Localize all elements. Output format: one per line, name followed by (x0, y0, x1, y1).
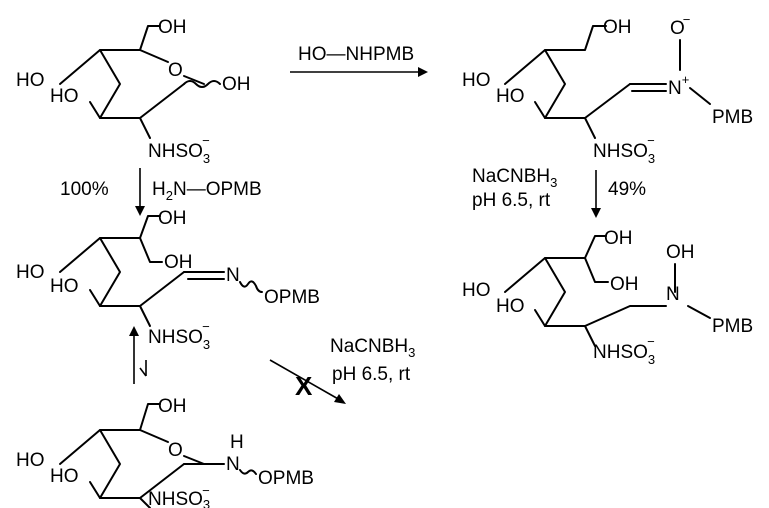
ho-label: HO (496, 296, 525, 317)
arrow-nitrone-reduction (591, 170, 601, 218)
ho-label: HO (16, 262, 45, 283)
oxime-nitrogen-label: N (226, 265, 240, 286)
reagent-nacnbh3: NaCNBH3 (472, 166, 557, 190)
yield-nitrone-reduction: 49% (608, 179, 646, 200)
ho-label: HO (50, 86, 79, 107)
ho-label: HO (16, 450, 45, 471)
oh-label: OH (603, 17, 632, 38)
sulfamate-label: NHSO3− (593, 334, 655, 367)
sulfamate-label: NHSO3− (148, 483, 210, 508)
opmb-label: OPMB (258, 468, 314, 489)
glycosylamine-nitrogen-label: N (226, 454, 240, 475)
equilibrium-arrows (129, 326, 147, 384)
hydroxylamine-product: OH OH OH N PMB HO HO NHSO3− (462, 228, 753, 367)
oh-label: OH (158, 396, 187, 417)
conditions-label: pH 6.5, rt (472, 190, 551, 211)
nitrone-nitrogen-label: N+ (668, 72, 689, 99)
nitrone-oxygen-label: O− (670, 12, 690, 39)
oh-label: OH (158, 17, 187, 38)
oh-label: OH (604, 228, 633, 249)
reagent-nacnbh3: NaCNBH3 (330, 336, 415, 360)
arrow-blocked-reduction (269, 359, 346, 404)
arrow-nitrone-formation (290, 67, 428, 77)
glucosamine-hemiacetal: OH O OH HO HO NHSO3− (16, 17, 251, 166)
cyclic-glycosylamine: OH O H N OPMB HO HO NHSO3− (16, 396, 314, 508)
oh-label: OH (164, 252, 193, 273)
pmb-label: PMB (712, 107, 753, 128)
opmb-label: OPMB (264, 287, 320, 308)
oh-label: OH (158, 208, 187, 229)
ring-oxygen-label: O (168, 440, 183, 461)
pmb-label: PMB (712, 316, 753, 337)
oxime-intermediate: OH OH N OPMB HO HO NHSO3− (16, 208, 320, 352)
reagent-hydroxylamine: HO—NHPMB (298, 44, 414, 65)
amine-nitrogen-label: N (666, 284, 680, 305)
oh-label: OH (610, 274, 639, 295)
ring-oxygen-label: O (168, 60, 183, 81)
arrow-oxime-formation (135, 168, 145, 216)
reagent-alkoxyamine: H2N—OPMB (152, 179, 262, 203)
ho-label: HO (462, 70, 491, 91)
ho-label: HO (16, 70, 45, 91)
conditions-label: pH 6.5, rt (332, 364, 411, 385)
nitrone-product: OH O− N+ PMB HO HO NHSO3− (462, 12, 753, 166)
blocked-x-mark: X (295, 371, 313, 401)
ho-label: HO (50, 276, 79, 297)
sulfamate-label: NHSO3− (148, 319, 210, 352)
yield-oxime-formation: 100% (60, 179, 109, 200)
ho-label: HO (496, 86, 525, 107)
oh-label: OH (666, 242, 695, 263)
sulfamate-label: NHSO3− (593, 133, 655, 166)
nh-hydrogen-label: H (230, 432, 244, 453)
ho-label: HO (462, 280, 491, 301)
sulfamate-label: NHSO3− (148, 133, 210, 166)
oh-label: OH (222, 74, 251, 95)
ho-label: HO (50, 466, 79, 487)
